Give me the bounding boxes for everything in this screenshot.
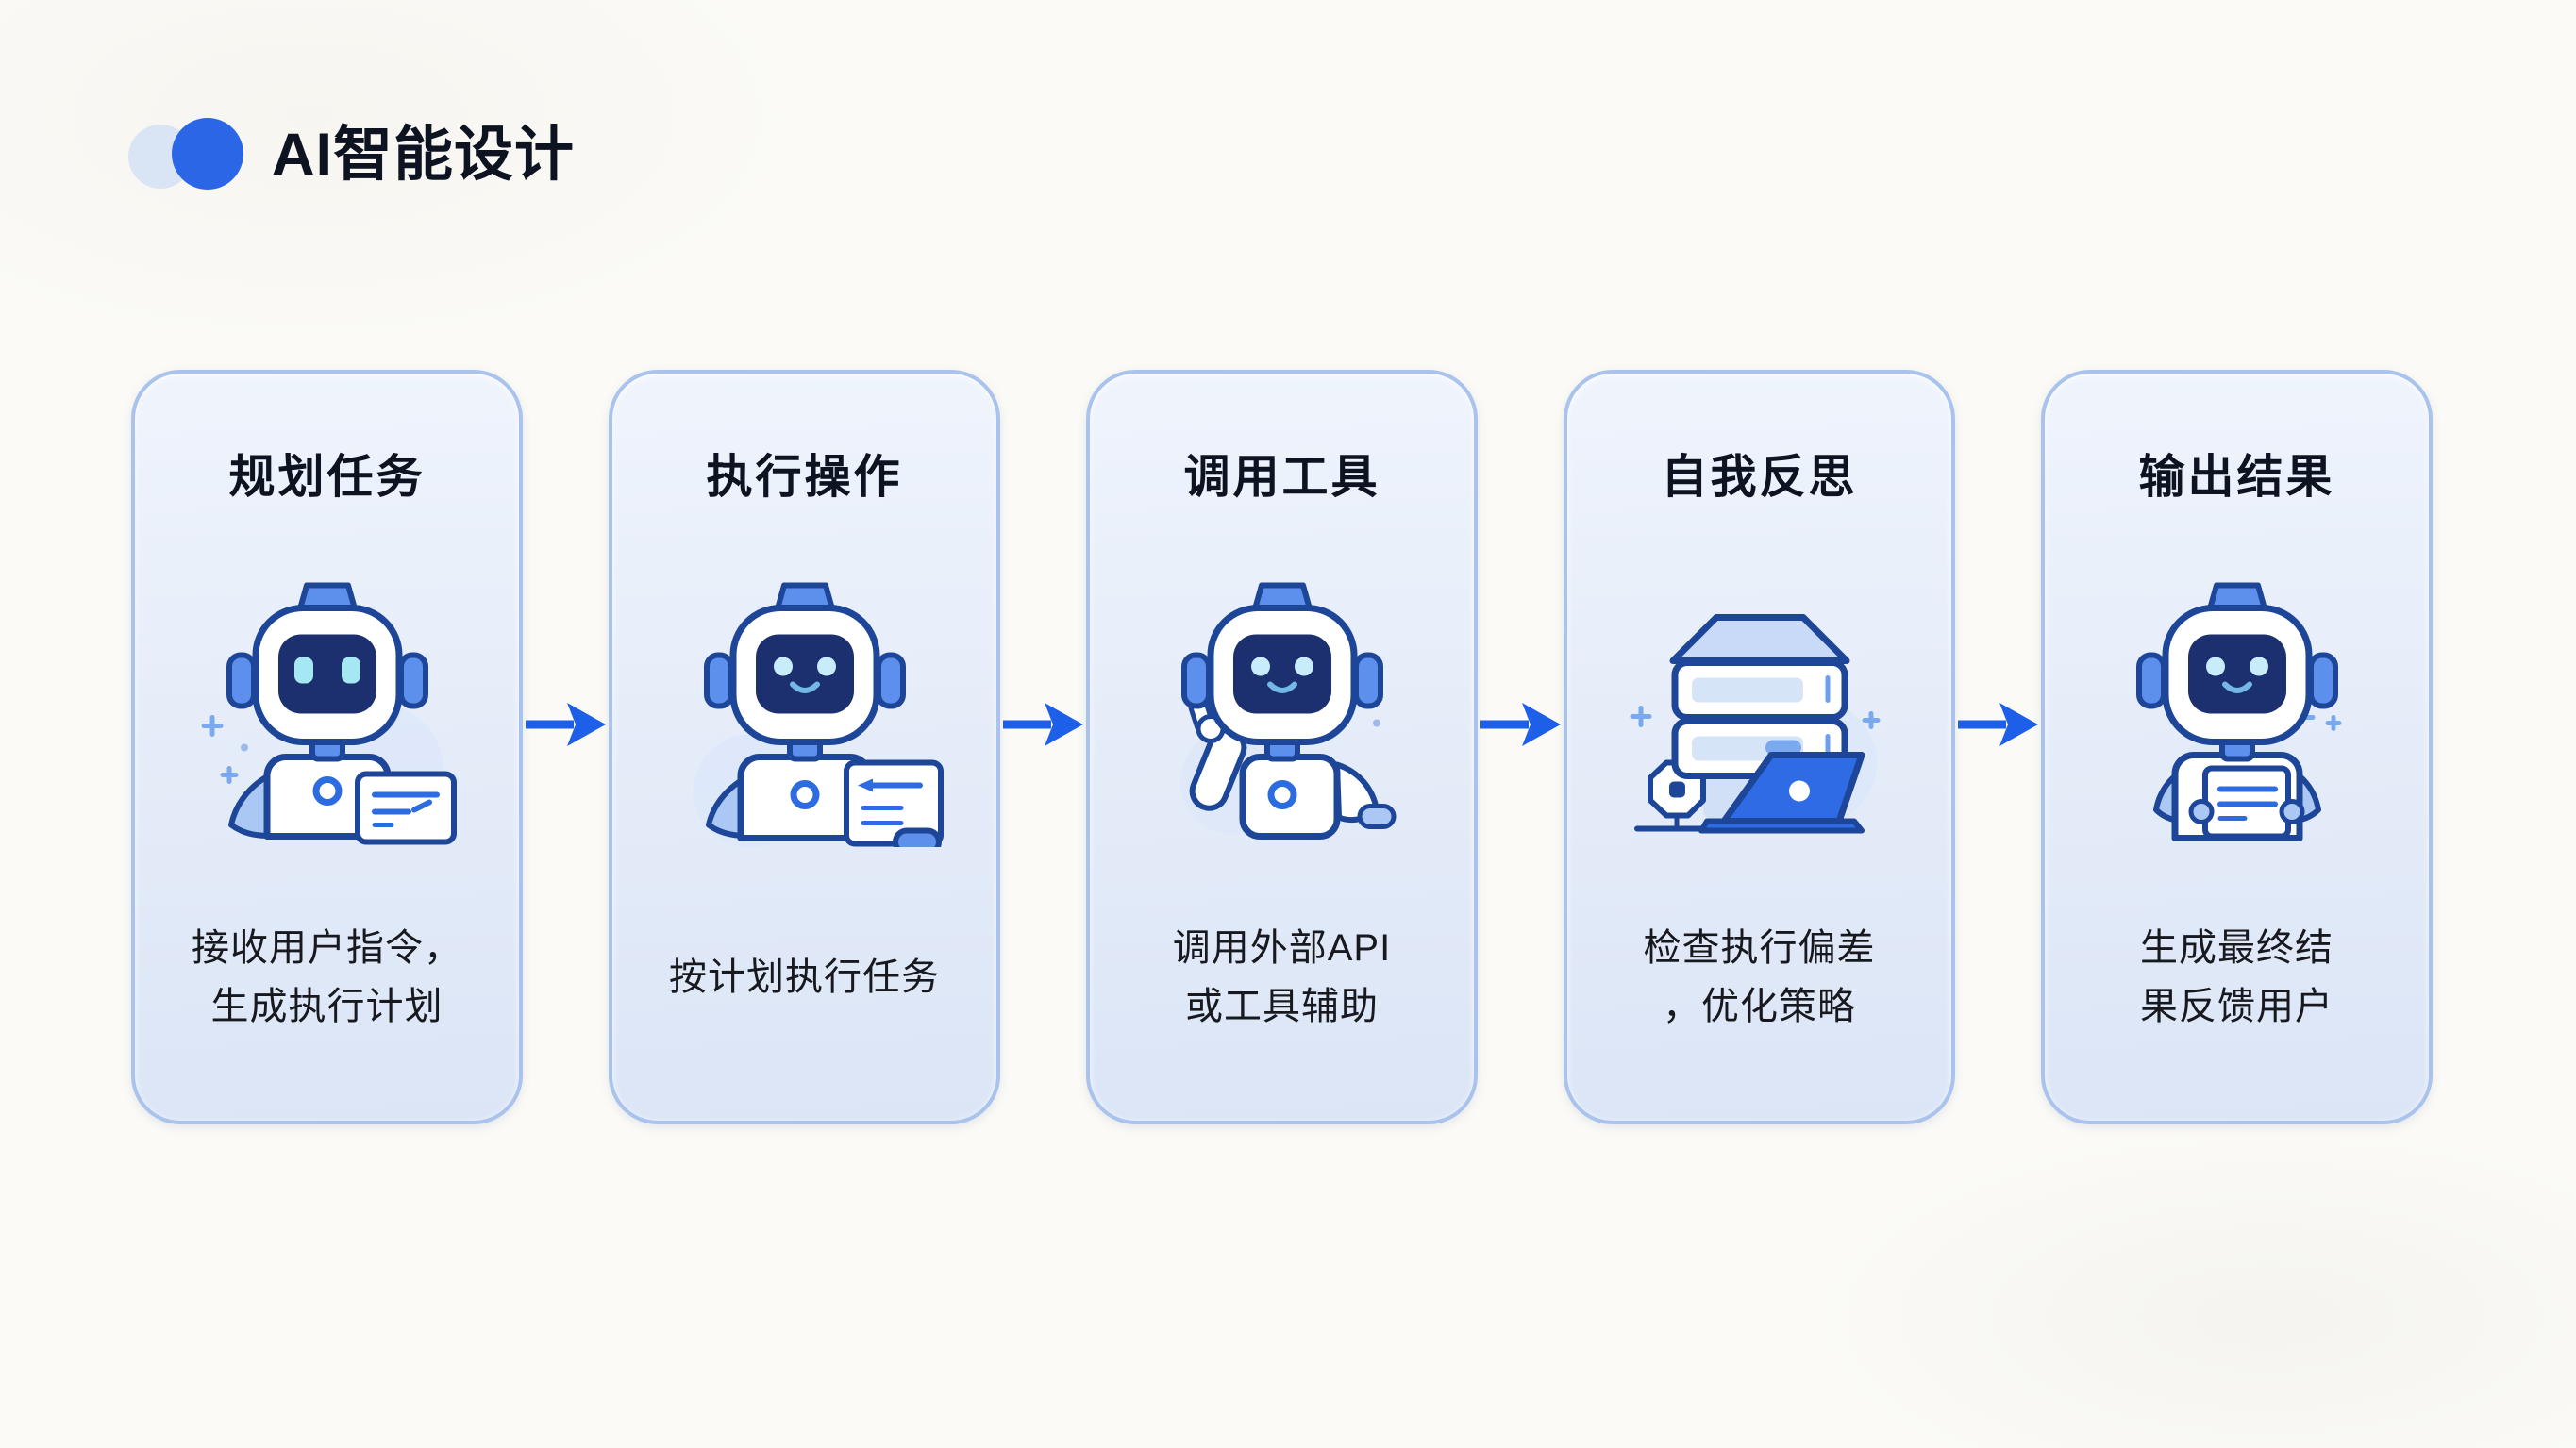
robot-with-tablet-icon xyxy=(186,574,469,847)
desc-line: 接收用户指令， xyxy=(192,927,462,969)
desc-line: 按计划执行任务 xyxy=(669,957,940,998)
flow-step-card-plan: 规划任务 xyxy=(131,370,523,1124)
overlapping-circles-icon xyxy=(128,114,245,195)
flow-step-card-reflect: 自我反思 xyxy=(1564,370,1955,1124)
desc-line: 或工具辅助 xyxy=(1185,986,1379,1027)
desc-line: ，优化策略 xyxy=(1663,986,1856,1027)
step-title: 规划任务 xyxy=(228,452,426,503)
step-description: 按计划执行任务 xyxy=(629,888,979,1067)
right-arrow-icon xyxy=(1958,703,2038,746)
step-description: 调用外部API 或工具辅助 xyxy=(1107,888,1457,1067)
right-arrow-icon xyxy=(1003,703,1083,746)
right-arrow-icon xyxy=(1480,703,1561,746)
step-description: 接收用户指令， 生成执行计划 xyxy=(152,888,502,1067)
desc-line: 检查执行偏差 xyxy=(1643,927,1876,969)
desc-line: 生成执行计划 xyxy=(210,986,443,1027)
flow-step-card-output: 输出结果 xyxy=(2041,370,2433,1124)
header: AI智能设计 xyxy=(128,111,575,198)
step-title: 执行操作 xyxy=(706,452,903,503)
desc-line: 调用外部API xyxy=(1172,927,1392,969)
server-laptop-gear-icon xyxy=(1618,574,1901,847)
flow-step-card-execute: 执行操作 xyxy=(609,370,1000,1124)
robot-with-document-icon xyxy=(2096,574,2379,847)
right-arrow-icon xyxy=(526,703,606,746)
flow-step-card-tools: 调用工具 xyxy=(1086,370,1478,1124)
step-title: 调用工具 xyxy=(1183,452,1380,503)
desc-line: 果反馈用户 xyxy=(2140,986,2333,1027)
robot-with-clipboard-icon xyxy=(663,574,946,847)
robot-pointing-icon xyxy=(1141,574,1424,847)
step-title: 自我反思 xyxy=(1661,452,1858,503)
page-title: AI智能设计 xyxy=(272,121,575,188)
desc-line: 生成最终结 xyxy=(2140,927,2333,969)
step-description: 检查执行偏差 ，优化策略 xyxy=(1584,888,1934,1067)
step-title: 输出结果 xyxy=(2138,452,2335,503)
step-description: 生成最终结 果反馈用户 xyxy=(2062,888,2412,1067)
